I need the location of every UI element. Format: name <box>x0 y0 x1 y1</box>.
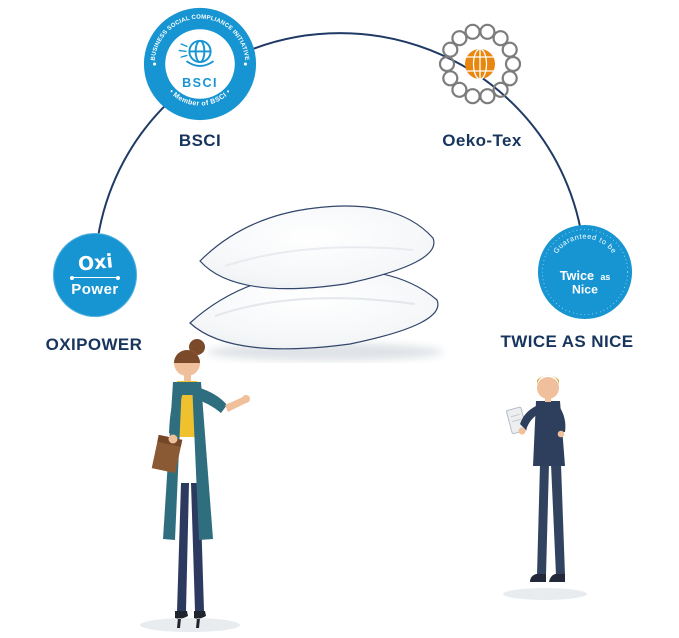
oekotex-caption: Oeko-Tex <box>442 131 522 150</box>
twice-line2: Nice <box>572 283 598 297</box>
dotted-ring <box>541 228 629 316</box>
bsci-badge-center <box>165 29 235 99</box>
man-hand <box>518 427 526 435</box>
woman-leg <box>177 483 189 611</box>
woman-hand <box>168 434 178 444</box>
man-shoe <box>549 574 565 582</box>
woman-hand <box>242 395 250 403</box>
oekotex-loops-icon <box>438 23 522 105</box>
oxipower-circle: Oxi Power <box>53 233 137 317</box>
man-shoe <box>530 574 546 582</box>
oekotex-globe-icon <box>465 48 495 80</box>
man-leg <box>537 464 549 575</box>
woman-forearm <box>225 397 246 412</box>
woman-heel-shoe <box>175 611 188 628</box>
man-arm <box>520 406 540 430</box>
ring-separator-dot <box>153 62 157 66</box>
man-head <box>537 377 559 399</box>
oxipower-caption: OXIPOWER <box>45 335 143 354</box>
man-shadow <box>503 588 587 600</box>
bsci-caption: BSCI <box>178 131 222 150</box>
oekotex-logo <box>438 23 522 105</box>
man-leg <box>551 464 565 575</box>
pillow-top-seam <box>224 246 414 267</box>
woman-heel-shoe <box>194 611 206 628</box>
oxipower-badge: Oxi Power <box>53 233 137 317</box>
woman-arm <box>195 387 227 413</box>
woman-shadow <box>140 618 240 632</box>
twice-as-nice-badge: Guaranteed to be Twice as Nice <box>537 224 633 320</box>
oxipower-divider <box>70 275 120 280</box>
bsci-badge: BUSINESS SOCIAL COMPLIANCE INITIATIVE • … <box>143 7 257 121</box>
woman-arm <box>169 387 183 436</box>
woman-hair-bun <box>189 339 205 355</box>
man-hand <box>557 430 565 438</box>
man-illustration <box>503 375 587 600</box>
twice-as-nice-caption: TWICE AS NICE <box>500 332 634 351</box>
woman-neck <box>184 374 191 381</box>
hand-globe-icon <box>178 39 215 67</box>
twice-line1: Twice as <box>560 267 611 284</box>
oxipower-word2: Power <box>71 281 119 298</box>
woman-coat-panel <box>192 382 213 540</box>
woman-illustration <box>140 339 250 632</box>
woman-hair <box>174 350 200 363</box>
ring-separator-dot <box>243 62 247 66</box>
pillow-bottom-seam <box>214 297 416 317</box>
man-arm <box>554 406 566 432</box>
oxipower-word1: Oxi <box>76 250 114 276</box>
pillow-top <box>199 205 435 290</box>
pillows-product-image <box>189 205 443 361</box>
bsci-center-text: BSCI <box>182 76 218 90</box>
